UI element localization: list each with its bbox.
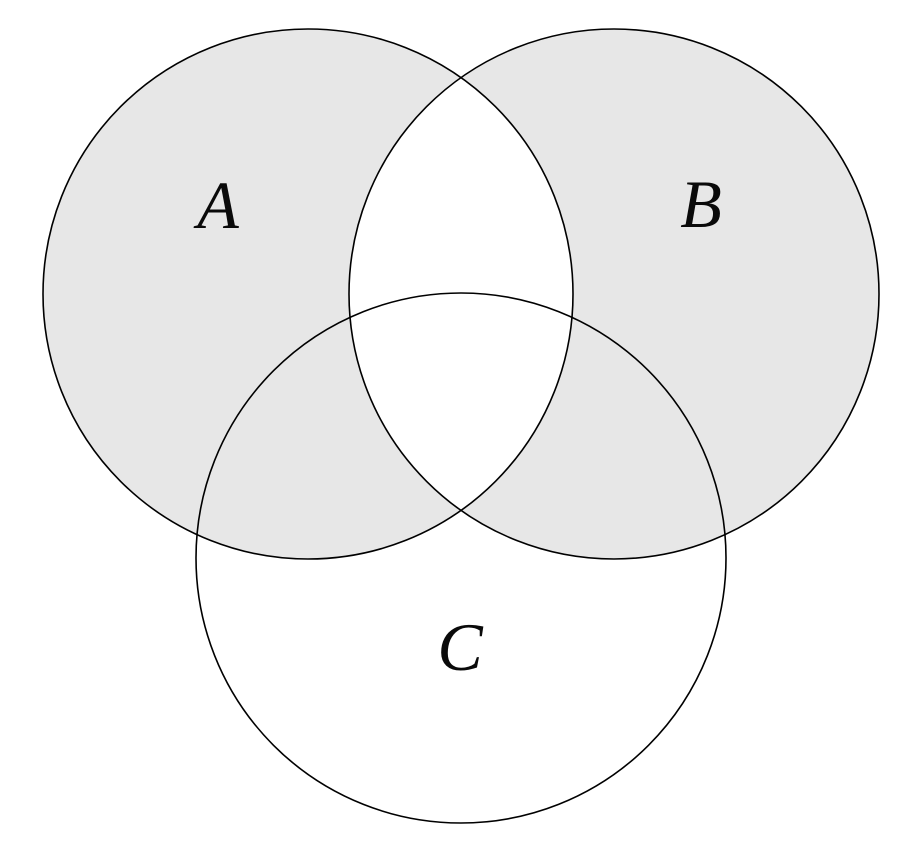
set-label-b: B bbox=[680, 166, 722, 242]
set-label-c: C bbox=[437, 609, 483, 685]
shaded-region-a-xor-b bbox=[43, 28, 879, 560]
circle-a-outline bbox=[42, 28, 574, 560]
circle-b-outline bbox=[348, 28, 880, 560]
circle-c-outline bbox=[195, 292, 727, 824]
set-label-a: A bbox=[193, 167, 239, 243]
